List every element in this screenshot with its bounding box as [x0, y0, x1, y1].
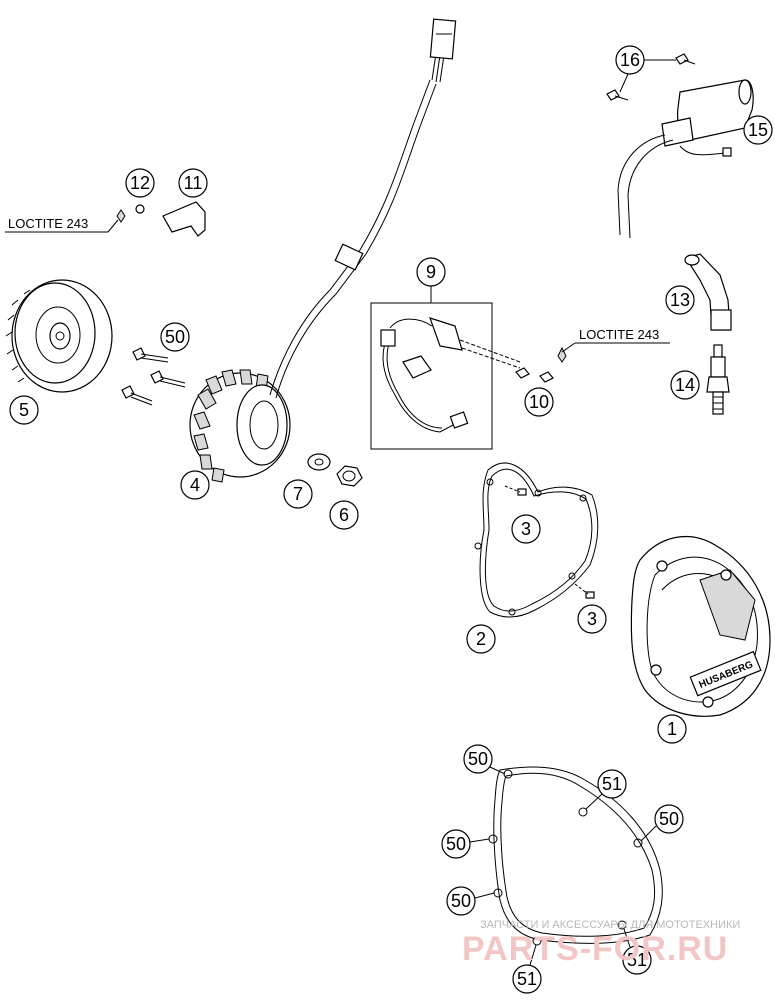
callout-10: 10	[524, 387, 554, 417]
loctite-text-left: LOCTITE 243	[8, 216, 88, 231]
svg-text:5: 5	[19, 400, 29, 420]
callout-51a: 51	[597, 769, 627, 799]
callout-3b: 3	[577, 604, 607, 634]
callout-50e: 50	[446, 886, 476, 916]
cover-gasket	[474, 462, 599, 618]
callout-7: 7	[283, 479, 313, 509]
svg-text:6: 6	[339, 505, 349, 525]
callout-4: 4	[180, 470, 210, 500]
callout-16: 16	[615, 45, 645, 75]
watermark: ЗАПЧАСТИ И АКСЕССУАРЫ ДЛЯ МОТОТЕХНИКИ PA…	[462, 919, 740, 968]
washer	[307, 453, 331, 471]
svg-text:1: 1	[667, 719, 677, 739]
svg-text:51: 51	[627, 950, 647, 970]
svg-text:16: 16	[620, 50, 640, 70]
callout-50c: 50	[654, 804, 684, 834]
callout-12: 12	[125, 168, 155, 198]
svg-text:50: 50	[165, 327, 185, 347]
cable-bracket	[162, 201, 206, 237]
callout-13: 13	[665, 285, 695, 315]
svg-text:11: 11	[184, 173, 203, 193]
callout-6: 6	[329, 500, 359, 530]
svg-text:2: 2	[476, 629, 486, 649]
svg-text:51: 51	[602, 774, 622, 794]
small-screw	[116, 204, 145, 223]
loctite-note-right: LOCTITE 243	[561, 327, 670, 353]
flywheel-rotor	[5, 279, 113, 393]
callout-51c: 51	[622, 945, 652, 975]
spark-plug	[706, 344, 730, 415]
callout-15: 15	[743, 115, 773, 145]
hex-nut	[336, 465, 363, 487]
callout-50d: 50	[441, 829, 471, 859]
svg-text:50: 50	[659, 809, 679, 829]
callout-9: 9	[416, 257, 446, 287]
svg-text:9: 9	[426, 262, 436, 282]
svg-text:14: 14	[675, 375, 695, 395]
stator-screws	[121, 347, 186, 406]
callout-5: 5	[9, 395, 39, 425]
callout-2: 2	[466, 624, 496, 654]
svg-text:15: 15	[748, 120, 768, 140]
watermark-line-1: ЗАПЧАСТИ И АКСЕССУАРЫ ДЛЯ МОТОТЕХНИКИ	[480, 919, 740, 931]
lower-gasket	[488, 766, 663, 946]
coil-screws	[606, 53, 696, 101]
svg-text:13: 13	[670, 290, 690, 310]
svg-text:50: 50	[446, 834, 466, 854]
svg-text:4: 4	[190, 475, 200, 495]
svg-text:51: 51	[517, 969, 537, 989]
pickup-screws	[515, 346, 567, 383]
stator	[189, 18, 457, 483]
watermark-logo: PARTS-FOR.RU	[462, 930, 728, 968]
callout-14: 14	[670, 370, 700, 400]
callout-51b: 51	[512, 964, 542, 994]
callout-50b: 50	[463, 744, 493, 774]
callouts: 1 2 3 3 4 5 6 7 9 10 11 12 13 14 15 16 5…	[9, 45, 773, 994]
callout-11: 11	[178, 168, 208, 198]
svg-text:10: 10	[529, 392, 549, 412]
svg-text:3: 3	[521, 519, 531, 539]
loctite-text-right: LOCTITE 243	[579, 327, 659, 342]
svg-text:50: 50	[468, 749, 488, 769]
ignition-cover: HUSABERG	[630, 536, 771, 717]
pickup-sensor	[370, 302, 521, 450]
callout-50a: 50	[160, 322, 190, 352]
callout-1: 1	[657, 714, 687, 744]
svg-text:50: 50	[451, 891, 471, 911]
svg-text:12: 12	[130, 173, 150, 193]
callout-3a: 3	[511, 514, 541, 544]
svg-text:3: 3	[587, 609, 597, 629]
svg-text:7: 7	[293, 484, 303, 504]
spark-plug-cap	[684, 253, 732, 331]
loctite-note-left: LOCTITE 243	[5, 216, 119, 233]
ignition-coil	[617, 79, 754, 239]
